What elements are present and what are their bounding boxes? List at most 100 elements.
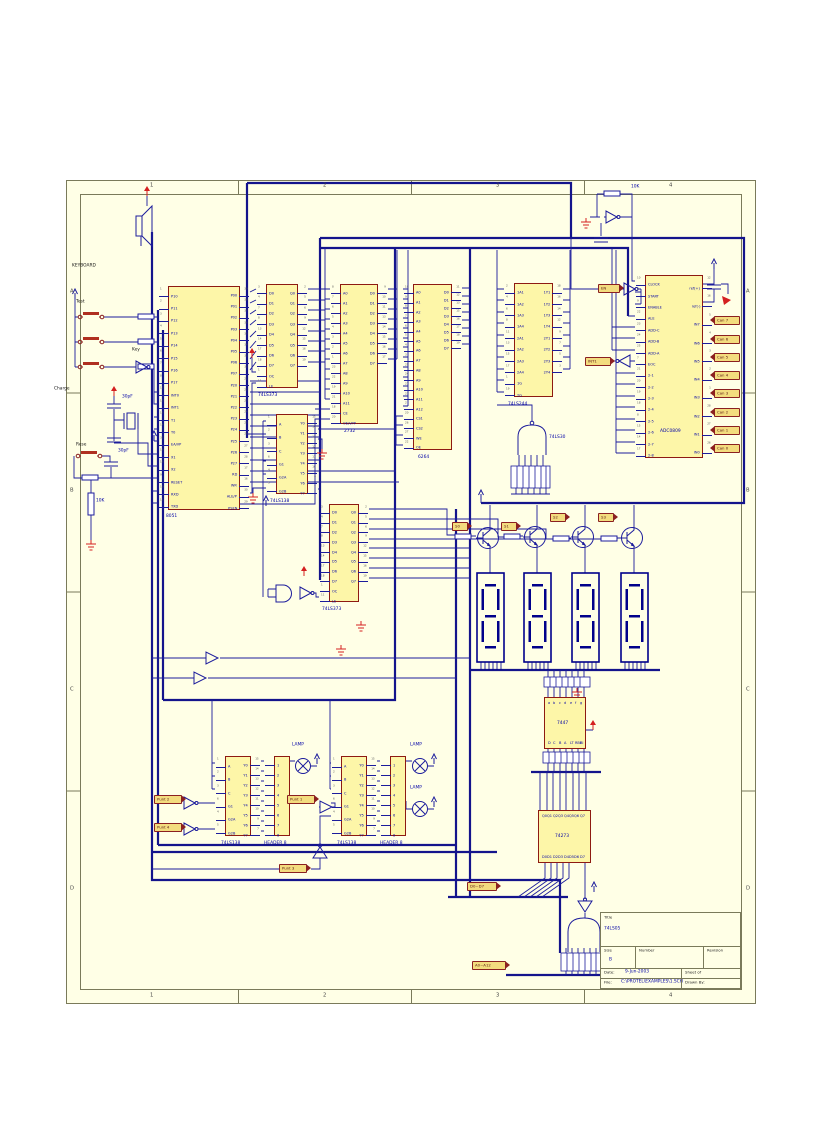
resistor-icon [454, 533, 472, 540]
date-label: Date: [604, 970, 615, 975]
chip-74ls244-label: 74LS244 [508, 401, 528, 406]
sheet-cell: Sheet of [681, 968, 740, 978]
drawnby-cell: Drawn By: [681, 978, 740, 989]
zone-ref: 4 [669, 182, 673, 188]
button-label: Key [132, 347, 140, 352]
resistor-icon [137, 338, 155, 345]
cap-value: 30pF [118, 448, 129, 453]
resistor-packs [510, 465, 602, 972]
chip-7447-label: 7447 [557, 720, 569, 725]
pin: c [558, 701, 561, 705]
pin: 1 [380, 760, 399, 770]
lamp-label: LAMP [410, 742, 422, 747]
zone-ref: 2 [323, 182, 327, 188]
net-flag-punt2: Punt 2 [154, 795, 186, 804]
net-flag-s1: S1 [501, 522, 521, 531]
pin: Q2 [552, 814, 558, 818]
size-label: Size [604, 948, 612, 953]
title-block: Title 74LS05 Size B Number Revision Date… [600, 912, 741, 989]
chip-6264-label: 6264 [418, 454, 430, 459]
size-value: B [609, 957, 612, 962]
pin: Q5 [568, 814, 574, 818]
chip-74ls138-3-label: 74LS138 [337, 840, 357, 845]
revision-cell: Revision [703, 946, 740, 968]
pin: D3 [558, 855, 564, 859]
pin: e [569, 701, 572, 705]
pin: C [553, 741, 556, 745]
pin: D6 [574, 855, 580, 859]
